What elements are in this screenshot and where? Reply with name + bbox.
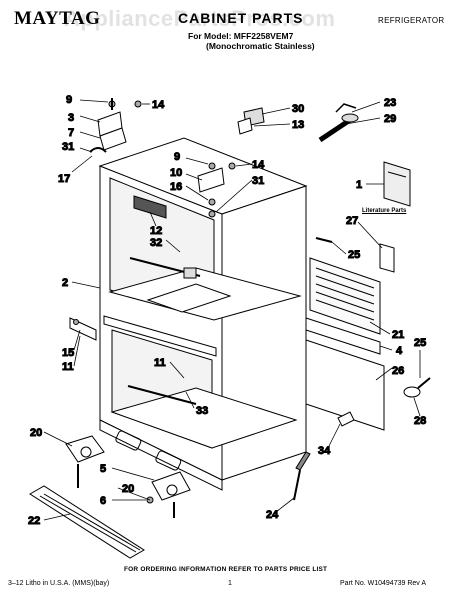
literature-booklet [383,161,411,207]
callout-32: 32 [150,237,162,249]
callout-2: 2 [62,277,68,289]
callout-11-center: 11 [154,357,166,369]
callout-31-center: 31 [252,175,264,187]
callout-20-lower: 20 [122,483,134,495]
leveling-legs [65,435,191,518]
footer-part-number: Part No. W10494739 Rev A [340,580,426,587]
callout-5: 5 [100,463,106,475]
footer-page-number: 1 [228,580,232,587]
callout-23: 23 [384,97,396,109]
brand-logo: MAYTAG [14,8,101,29]
tube-clip-24 [293,451,311,501]
toe-grille [29,485,145,559]
callout-1: 1 [356,179,362,191]
leader-lines [43,99,421,521]
watermark-text: AppliancePartsPros.com [64,6,336,31]
callout-34: 34 [318,445,331,457]
callout-13: 13 [292,119,304,131]
callout-9-left: 9 [66,94,72,106]
upper-hinge-left [89,98,142,153]
callout-31-left: 31 [62,141,74,153]
footer-litho: 3–12 Litho in U.S.A. (MMS)(bay) [8,580,110,587]
callout-30: 30 [292,103,304,115]
callout-16: 16 [170,181,182,193]
upper-hinge-center [197,162,236,218]
screw-25 [315,237,333,243]
part-28-fitting [403,377,431,398]
callout-14-left: 14 [152,99,165,111]
side-bracket [69,317,97,341]
callout-26: 26 [392,365,404,377]
callout-20-upper: 20 [30,427,42,439]
hinge-cap [237,107,265,135]
callout-9-center: 9 [174,151,180,163]
literature-parts-label: Literature Parts [362,208,407,214]
callout-3: 3 [68,112,74,124]
ordering-note: FOR ORDERING INFORMATION REFER TO PARTS … [124,566,328,573]
callout-numbers: 9 14 3 7 31 17 30 13 23 29 9 14 10 16 31… [28,94,427,528]
callout-10: 10 [170,167,182,179]
callout-7: 7 [68,127,74,139]
callout-14-center: 14 [252,159,265,171]
callout-21: 21 [392,329,404,341]
water-inlet-assembly [318,103,359,143]
callout-25-right: 25 [414,337,426,349]
callout-33: 33 [196,405,208,417]
callout-28: 28 [414,415,426,427]
callout-27: 27 [346,215,358,227]
model-line: For Model: MFF2258VEM7 [188,31,294,41]
callout-22: 22 [28,515,40,527]
clip-34 [337,411,355,427]
callout-17: 17 [58,173,70,185]
callout-15: 15 [62,347,74,359]
callout-4: 4 [396,345,403,357]
bracket-27 [379,243,395,273]
callout-29: 29 [384,113,396,125]
callout-24: 24 [266,509,279,521]
callout-6: 6 [100,495,106,507]
callout-25-rear: 25 [348,249,360,261]
variant-line: (Monochromatic Stainless) [206,41,315,51]
callout-12: 12 [150,225,162,237]
category-label: REFRIGERATOR [378,16,445,25]
control-housing [133,195,167,219]
rear-grille [305,257,385,431]
callout-11-left: 11 [62,361,74,373]
page-title: CABINET PARTS [178,10,304,26]
